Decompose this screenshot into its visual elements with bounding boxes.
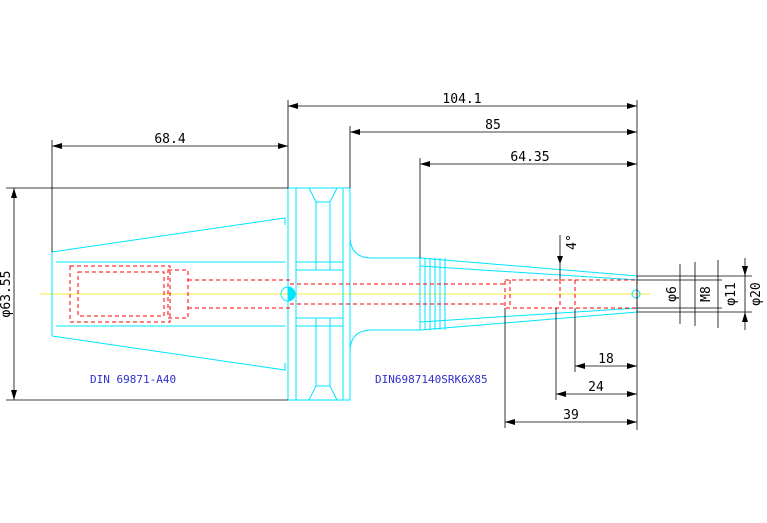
arrow-684-l <box>52 143 62 149</box>
hidden-bore-left <box>69 265 171 323</box>
standard-label-left: DIN 69871-A40 <box>90 373 176 386</box>
v-groove-top <box>308 187 338 203</box>
arrow-6355-b <box>11 390 17 400</box>
arrow-24-l <box>556 391 566 397</box>
dim-text-11: φ11 <box>724 282 739 305</box>
dim-text-m8: M8 <box>699 286 714 302</box>
taper-top-edge <box>51 217 286 253</box>
arrow-6355-t <box>11 188 17 198</box>
hidden-lines <box>69 265 638 323</box>
dim-text-39: 39 <box>563 408 579 423</box>
v-groove-bottom <box>308 385 338 401</box>
dim-text-684: 68.4 <box>154 132 185 147</box>
hidden-bore-right <box>504 279 638 309</box>
dim-text-6435: 64.35 <box>510 150 549 165</box>
arrow-6435-r <box>627 161 637 167</box>
taper-bottom-edge <box>51 335 286 371</box>
dim-text-6355: φ63.55 <box>0 271 14 318</box>
arrow-24-r <box>627 391 637 397</box>
arrow-39-l <box>505 419 515 425</box>
arrow-85-l <box>350 129 360 135</box>
arrow-20-t <box>742 266 748 276</box>
arrow-18-l <box>575 363 585 369</box>
arrow-39-r <box>627 419 637 425</box>
standard-label-right: DIN6987140SRK6X85 <box>375 373 488 386</box>
circle-fill-left <box>288 287 295 301</box>
angle-arrow <box>557 256 563 264</box>
arrow-18-r <box>627 363 637 369</box>
dim-text-18: 18 <box>598 352 614 367</box>
nose-inner-top <box>419 265 638 281</box>
dim-text-6: φ6 <box>665 286 680 302</box>
dimension-lines <box>6 100 752 430</box>
dim-text-20: φ20 <box>749 282 764 305</box>
arrow-20-b <box>742 312 748 322</box>
arrow-104-r <box>627 103 637 109</box>
shank-fillet-bottom <box>349 329 420 353</box>
arrow-684-r <box>278 143 288 149</box>
hidden-thread <box>167 269 189 319</box>
shank-fillet-top <box>349 235 420 259</box>
dim-text-104: 104.1 <box>442 92 481 107</box>
hidden-bore-left-inner <box>77 271 165 317</box>
arrow-6435-l <box>420 161 430 167</box>
dim-text-angle: 4° <box>565 234 580 250</box>
dim-text-24: 24 <box>588 380 604 395</box>
dim-text-85: 85 <box>485 118 501 133</box>
arrow-85-r <box>627 129 637 135</box>
nose-inner-bottom <box>419 307 638 323</box>
arrow-104-l <box>288 103 298 109</box>
circle-mark-right <box>631 289 641 299</box>
